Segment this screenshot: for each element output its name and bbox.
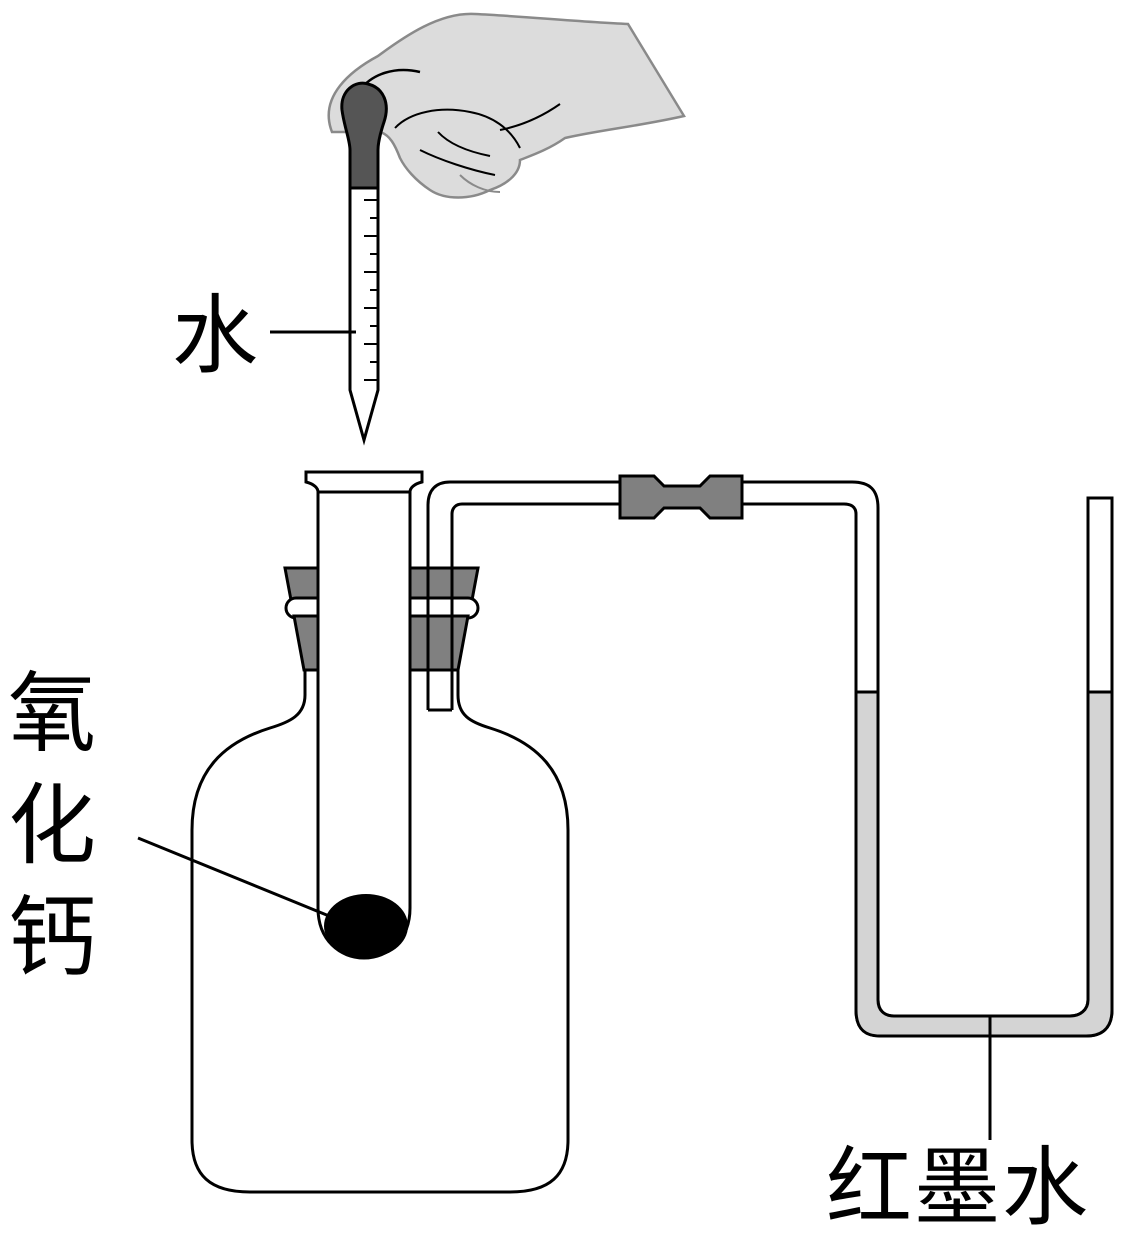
label-red-ink: 红墨水	[826, 1138, 1090, 1238]
label-calcium-oxide-char: 氧	[8, 662, 97, 765]
label-calcium-oxide-char: 钙	[8, 886, 97, 989]
label-calcium-oxide-char: 化	[8, 774, 97, 877]
calcium-oxide-leader-line	[137, 836, 335, 920]
calcium-oxide-solid	[324, 894, 408, 958]
red-ink-liquid	[854, 690, 1114, 1038]
label-calcium-oxide: 氧 化 钙	[8, 658, 108, 994]
rubber-connector	[618, 474, 744, 520]
dropper	[340, 81, 388, 446]
test-tube	[304, 470, 424, 960]
label-water: 水	[172, 286, 258, 386]
